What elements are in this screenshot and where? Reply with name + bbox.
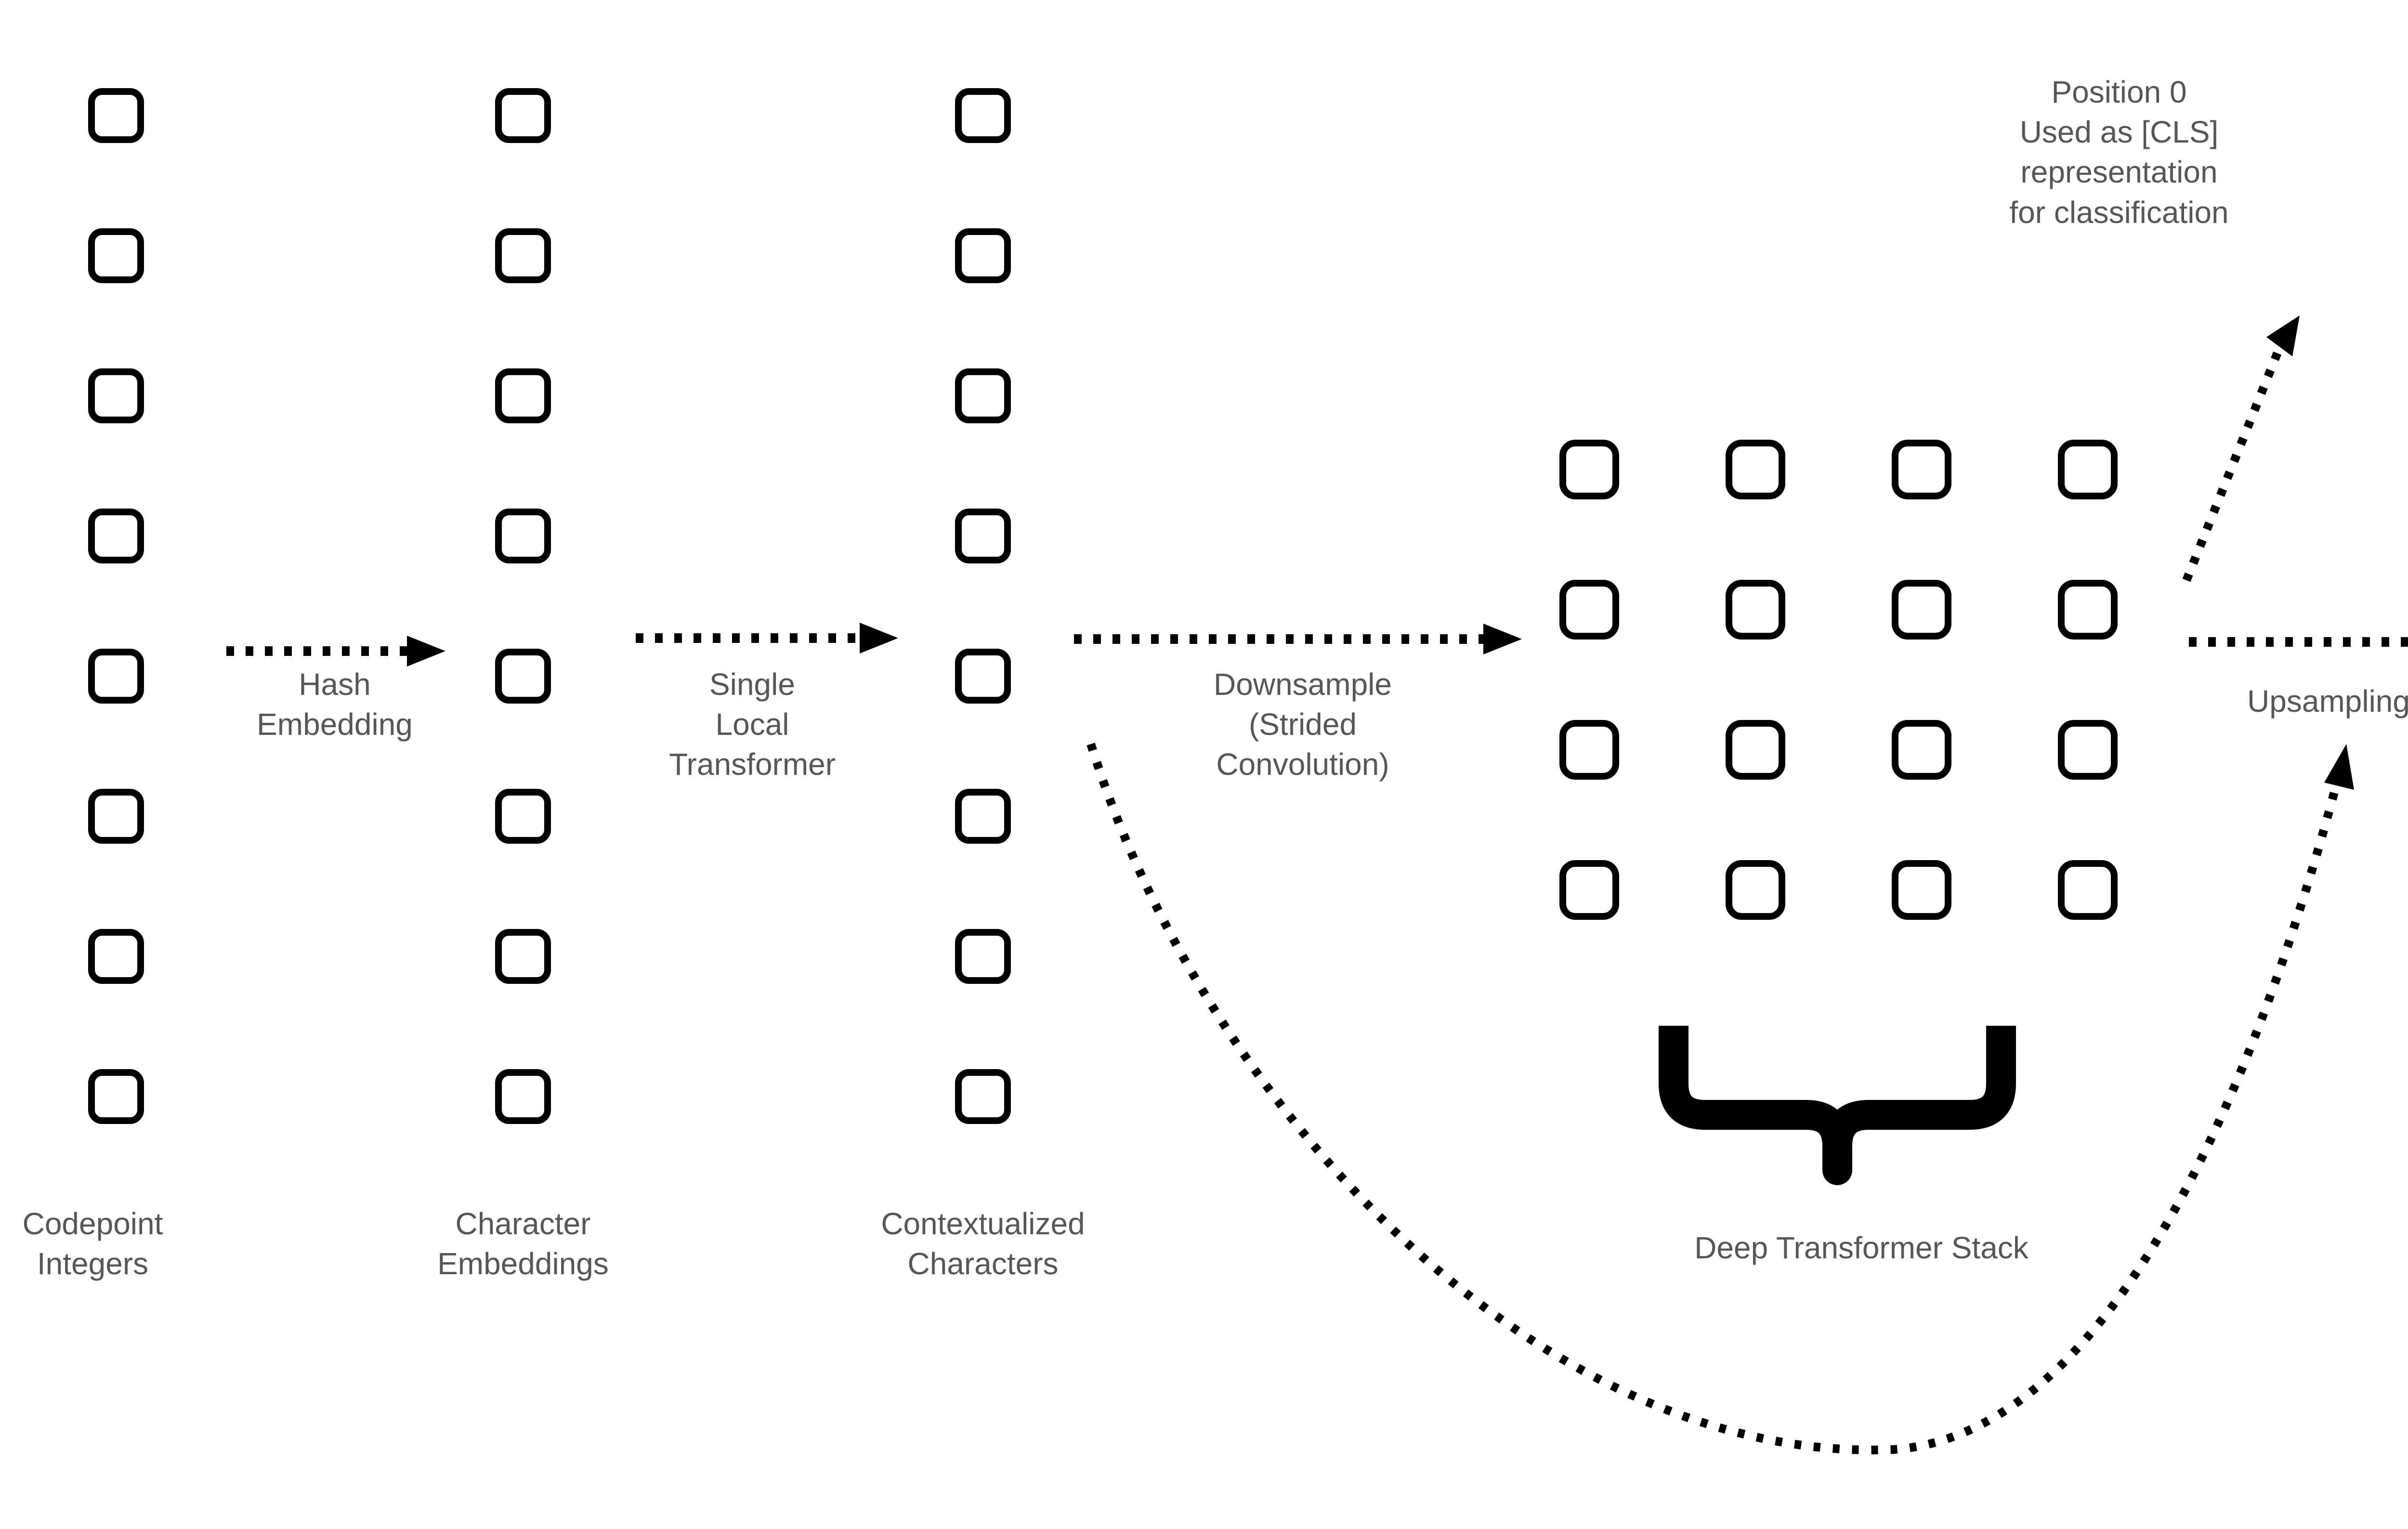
cell-box [955,88,1011,143]
cell-box [88,789,144,844]
stack-cell-box [2058,440,2118,499]
arrow-label-single-local-transformer: Single Local Transformer [668,667,836,782]
arrow-hash-embedding-icon [226,636,445,666]
cell-box [495,228,551,283]
transformer-stack-brace-icon [1659,1026,2016,1185]
arrow-single-local-transformer-icon [636,623,898,653]
stack-cell-box [1559,580,1619,640]
cell-box [495,368,551,423]
cell-box [955,368,1011,423]
cell-box [88,88,144,143]
column-caption-character-embeddings: Character Embeddings [437,1206,609,1281]
stack-cell-box [1726,720,1785,780]
stack-cell-box [1892,720,1951,780]
stack-cell-box [1892,860,1951,920]
transformer-stack-caption: Deep Transformer Stack [1694,1230,2028,1265]
cell-box [495,1069,551,1124]
stack-cell-box [1726,440,1785,499]
cell-box [955,789,1011,844]
cell-box [495,88,551,143]
cell-box [88,509,144,563]
stack-cell-box [2058,860,2118,920]
column-caption-concatenated-representations: Concatenated Representations [2363,1233,2408,1313]
cell-box [495,649,551,704]
cell-box [495,509,551,563]
arrow-residual-skip-icon [1086,743,2354,1454]
stack-cell-box [1559,860,1619,920]
cell-box [955,509,1011,563]
arrow-upsampling-icon [2189,637,2408,647]
column-codepoint-integers [88,88,144,1124]
cell-box [955,929,1011,984]
column-caption-contextualized-characters: Contextualized Characters [881,1206,1085,1281]
column-contextualized-characters [955,88,1011,1124]
arrow-downsample-icon [1074,624,1522,654]
deep-transformer-stack-grid [1559,440,2118,920]
cell-box [88,368,144,423]
cell-box [88,228,144,283]
stack-cell-box [1559,720,1619,780]
cell-box [955,1069,1011,1124]
column-character-embeddings [495,88,551,1124]
stack-cell-box [1726,580,1785,640]
arrow-label-hash-embedding: Hash Embedding [257,667,413,742]
arrow-label-upsampling: Upsampling [2247,684,2408,719]
cell-box [955,649,1011,704]
cell-box [495,789,551,844]
cell-box [88,1069,144,1124]
stack-cell-box [1892,440,1951,499]
stack-cell-box [2058,720,2118,780]
stack-cell-box [1726,860,1785,920]
cell-box [88,649,144,704]
arrow-cls-pointer-icon [2182,315,2300,582]
stack-cell-box [2058,580,2118,640]
stack-cell-box [1892,580,1951,640]
cell-box [88,929,144,984]
cell-box [495,929,551,984]
arrow-label-downsample: Downsample (Strided Convolution) [1214,667,1392,782]
stack-cell-box [1559,440,1619,499]
cls-annotation-text: Position 0 Used as [CLS] representation … [2009,75,2229,230]
column-caption-codepoint-integers: Codepoint Integers [22,1206,163,1281]
cell-box [955,228,1011,283]
